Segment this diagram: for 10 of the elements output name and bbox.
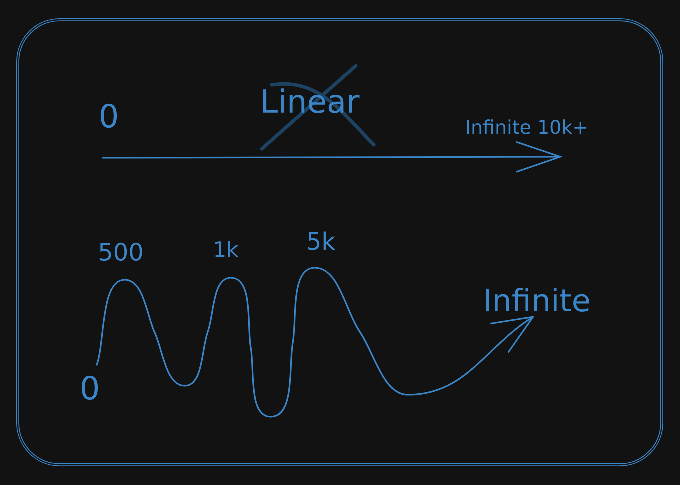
arrow: [96, 267, 535, 418]
end-label: Infinite: [486, 288, 590, 312]
peak-label: 500: [100, 242, 142, 262]
start-label: 0: [100, 104, 118, 128]
peak-label: 1k: [216, 241, 239, 257]
end-label: Infinite 10k+: [467, 120, 587, 134]
arrow: [102, 141, 563, 173]
start-label: 0: [82, 376, 98, 400]
crossed-out-word: Linear: [263, 88, 360, 114]
peak-label: 5k: [308, 232, 336, 250]
